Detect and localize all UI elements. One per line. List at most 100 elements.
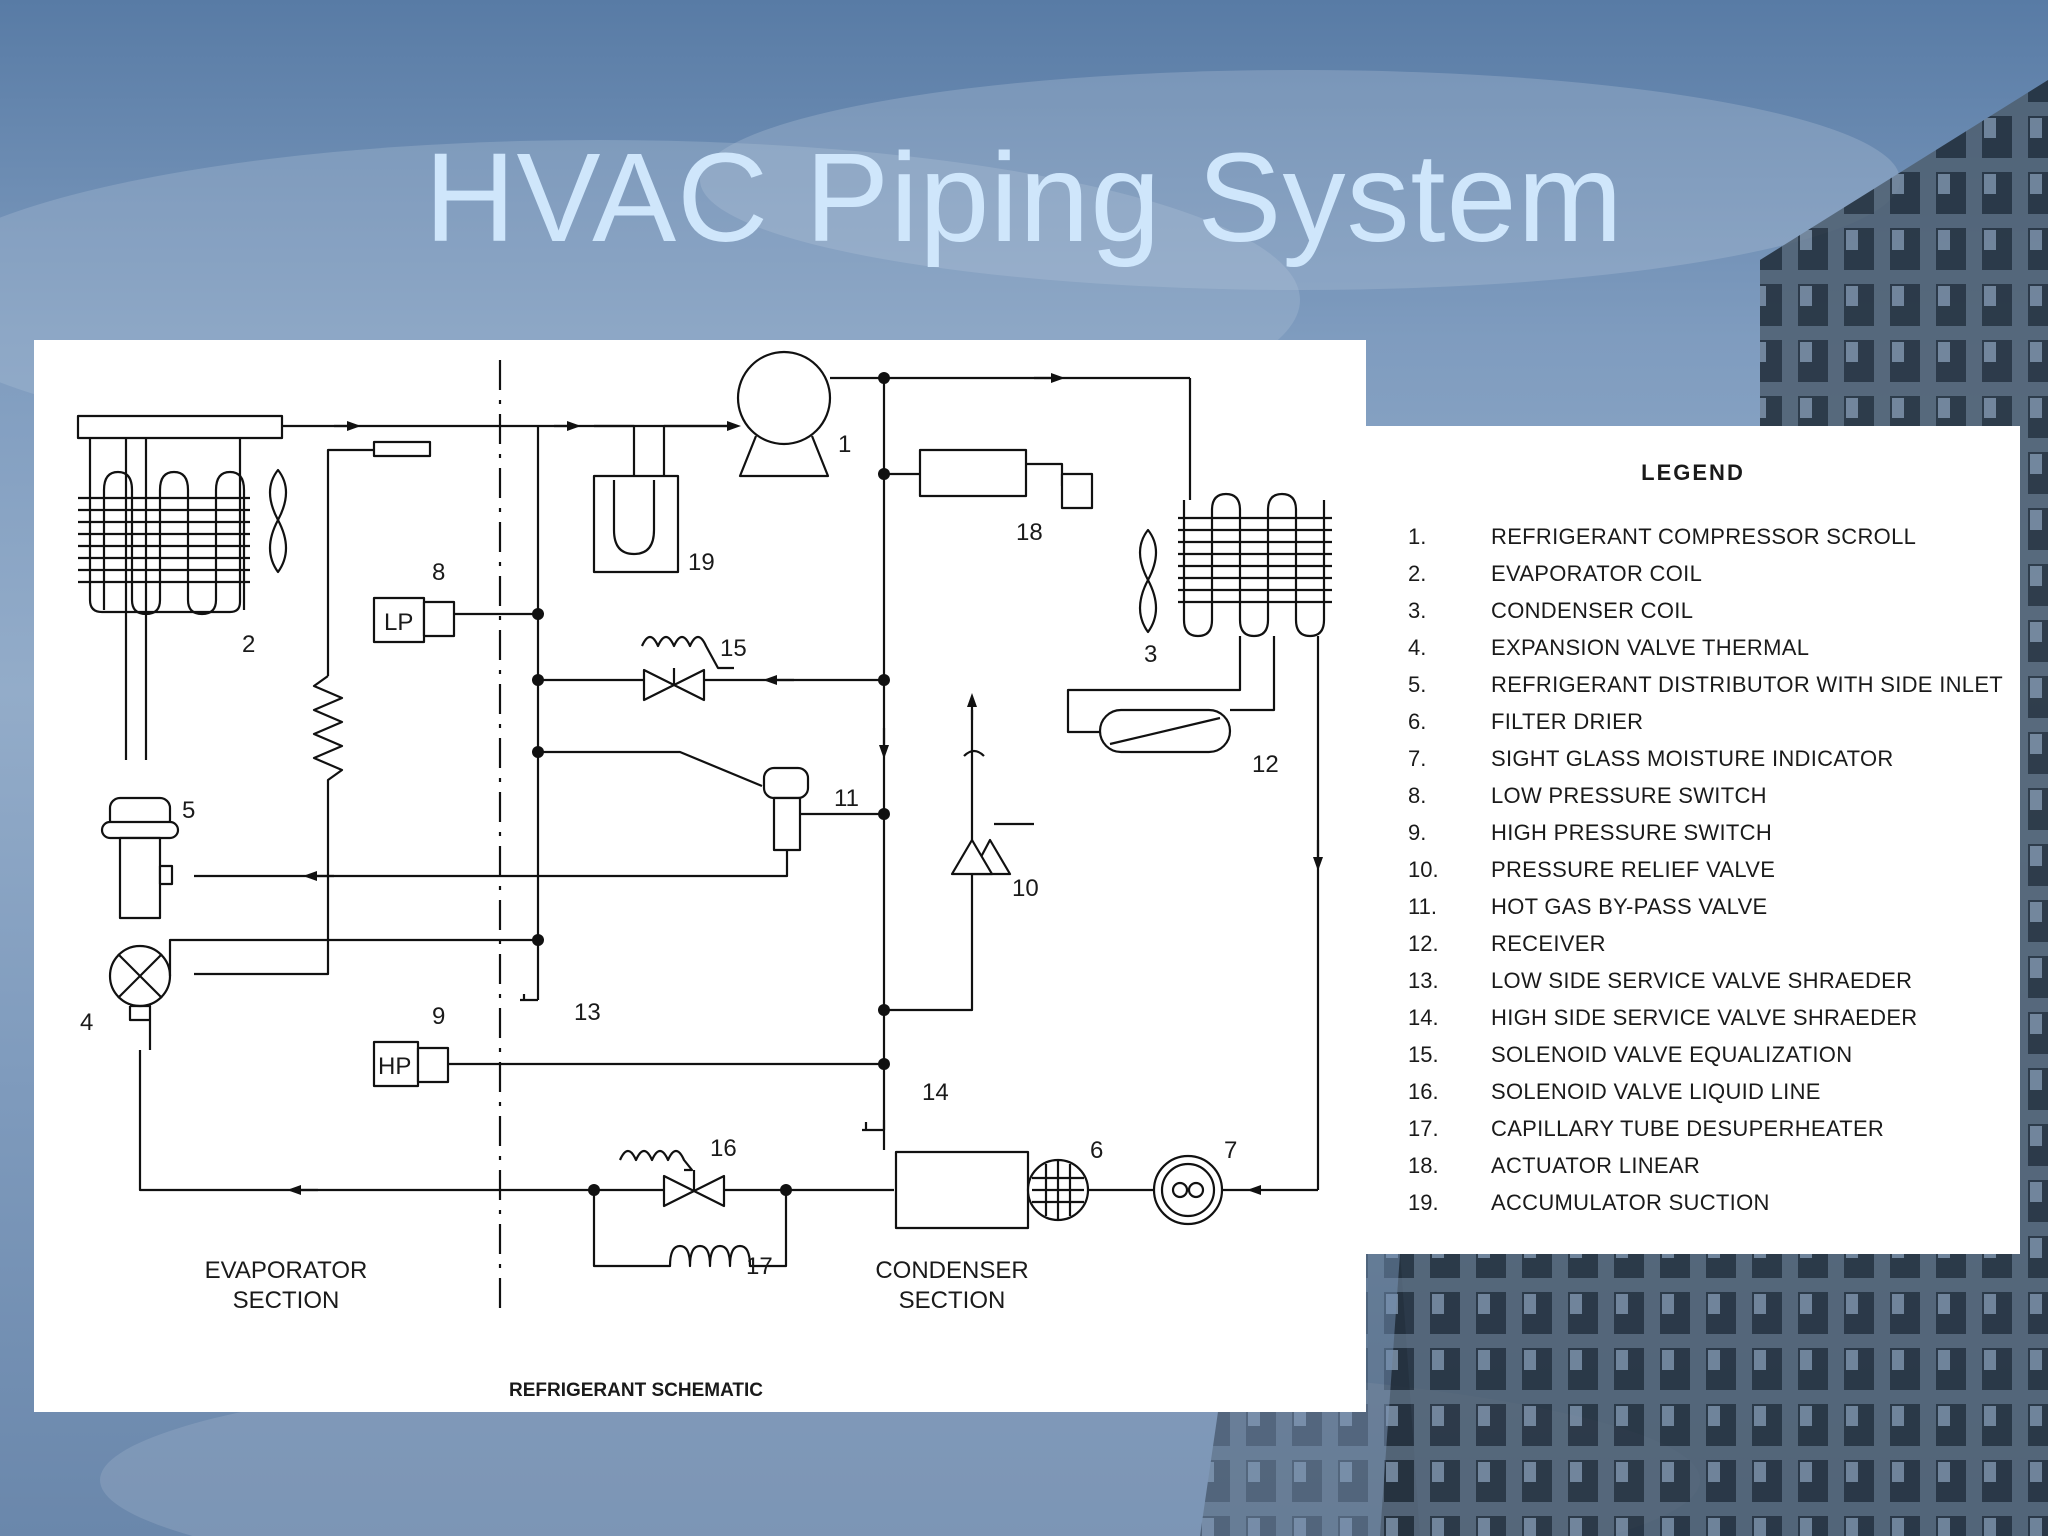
legend-item-text: SOLENOID VALVE EQUALIZATION bbox=[1491, 1042, 1853, 1067]
legend-item-number: 10. bbox=[1408, 857, 1439, 882]
condenser-coil-3 bbox=[1066, 492, 1332, 734]
legend-item-text: SIGHT GLASS MOISTURE INDICATOR bbox=[1491, 746, 1894, 771]
component-number-1: 1 bbox=[838, 431, 851, 458]
refrigerant-schematic-panel: LP HP 1 2 3 4 5 6 7 8 9 10 11 12 13 14 1… bbox=[34, 340, 1366, 1412]
component-number-16: 16 bbox=[710, 1135, 737, 1162]
legend-item: 6.FILTER DRIER bbox=[1406, 709, 2016, 746]
legend-item-text: EVAPORATOR COIL bbox=[1491, 561, 1703, 586]
legend-item-number: 4. bbox=[1408, 635, 1427, 660]
legend-item: 8. LOW PRESSURE SWITCH bbox=[1406, 783, 2016, 820]
component-number-4: 4 bbox=[80, 1009, 93, 1036]
legend-item: 16. SOLENOID VALVE LIQUID LINE bbox=[1406, 1079, 2016, 1116]
legend-item: 7.SIGHT GLASS MOISTURE INDICATOR bbox=[1406, 746, 2016, 783]
legend-item-number: 9. bbox=[1408, 820, 1427, 845]
legend-item: 15. SOLENOID VALVE EQUALIZATION bbox=[1406, 1042, 2016, 1079]
legend-item: 19.ACCUMULATOR SUCTION bbox=[1406, 1190, 2016, 1227]
component-number-13: 13 bbox=[574, 999, 601, 1026]
hp-label: HP bbox=[378, 1053, 411, 1080]
legend-item-text: CONDENSER COIL bbox=[1491, 598, 1694, 623]
component-number-11: 11 bbox=[834, 785, 859, 812]
legend-item-text: REFRIGERANT COMPRESSOR SCROLL bbox=[1491, 524, 1917, 549]
component-number-5: 5 bbox=[182, 797, 195, 824]
legend-item-number: 15. bbox=[1408, 1042, 1439, 1067]
component-number-15: 15 bbox=[720, 635, 747, 662]
legend-item-text: FILTER DRIER bbox=[1491, 709, 1644, 734]
high-pressure-switch-9 bbox=[372, 1040, 420, 1088]
component-number-7: 7 bbox=[1224, 1137, 1237, 1164]
condenser-section-label-line1: CONDENSER bbox=[875, 1257, 1028, 1284]
legend-item-text: ACCUMULATOR SUCTION bbox=[1491, 1190, 1770, 1215]
legend-item-text: PRESSURE RELIEF VALVE bbox=[1491, 857, 1776, 882]
evaporator-section-label-line2: SECTION bbox=[233, 1287, 340, 1314]
component-number-8: 8 bbox=[432, 559, 445, 586]
capillary-tube-17 bbox=[592, 1190, 788, 1268]
legend-item-number: 13. bbox=[1408, 968, 1439, 993]
legend-item-number: 11. bbox=[1408, 894, 1437, 919]
component-number-10: 10 bbox=[1012, 875, 1039, 902]
legend-item-number: 16. bbox=[1408, 1079, 1439, 1104]
legend-item-number: 18. bbox=[1408, 1153, 1439, 1178]
legend-item: 2. EVAPORATOR COIL bbox=[1406, 561, 2016, 598]
legend-item-text: HIGH PRESSURE SWITCH bbox=[1491, 820, 1773, 845]
evaporator-section-label-line1: EVAPORATOR bbox=[205, 1257, 368, 1284]
component-number-14: 14 bbox=[922, 1079, 949, 1106]
refrigerant-distributor-5 bbox=[100, 796, 180, 920]
component-number-2: 2 bbox=[242, 631, 255, 658]
condenser-section-label-line2: SECTION bbox=[899, 1287, 1006, 1314]
component-number-3: 3 bbox=[1144, 641, 1157, 668]
service-valve-14 bbox=[862, 1120, 886, 1132]
lp-label: LP bbox=[384, 609, 413, 636]
legend-item: 9. HIGH PRESSURE SWITCH bbox=[1406, 820, 2016, 857]
refrigerant-schematic-diagram: LP HP 1 2 3 4 5 6 7 8 9 10 11 12 13 14 1… bbox=[76, 350, 1332, 1401]
legend-list: 1. REFRIGERANT COMPRESSOR SCROLL 2. EVAPORA… bbox=[1406, 524, 2016, 1227]
legend-item: 1. REFRIGERANT COMPRESSOR SCROLL bbox=[1406, 524, 2016, 561]
legend-item-number: 5. bbox=[1408, 672, 1427, 697]
legend-item-text: LOW SIDE SERVICE VALVE SHRAEDER bbox=[1491, 968, 1913, 993]
accumulator-19 bbox=[592, 474, 680, 574]
legend-item-text: LOW PRESSURE SWITCH bbox=[1491, 783, 1767, 808]
solenoid-valve-15 bbox=[538, 635, 884, 702]
legend-item-text: HIGH SIDE SERVICE VALVE SHRAEDER bbox=[1491, 1005, 1918, 1030]
schematic-caption: REFRIGERANT SCHEMATIC bbox=[509, 1380, 763, 1401]
solenoid-valve-16 bbox=[594, 1149, 894, 1208]
sight-glass-7 bbox=[1134, 1154, 1254, 1226]
legend-item: 11.HOT GAS BY-PASS VALVE bbox=[1406, 894, 2016, 931]
legend-item: 5. REFRIGERANT DISTRIBUTOR WITH SIDE INLE… bbox=[1406, 672, 2016, 709]
legend-item-number: 17. bbox=[1408, 1116, 1439, 1141]
junction-dots bbox=[532, 372, 890, 1196]
legend-item: 13. LOW SIDE SERVICE VALVE SHRAEDER bbox=[1406, 968, 2016, 1005]
legend-item: 3.CONDENSER COIL bbox=[1406, 598, 2016, 635]
legend-item: 18. ACTUATOR LINEAR bbox=[1406, 1153, 2016, 1190]
legend-item-text: RECEIVER bbox=[1491, 931, 1606, 956]
legend-item: 14. HIGH SIDE SERVICE VALVE SHRAEDER bbox=[1406, 1005, 2016, 1042]
legend-item-number: 12. bbox=[1408, 931, 1439, 956]
capillary-tube-zigzag bbox=[194, 675, 344, 976]
evaporator-fan-icon bbox=[268, 468, 288, 574]
legend-item: 10. PRESSURE RELIEF VALVE bbox=[1406, 857, 2016, 894]
slide-title: HVAC Piping System bbox=[424, 127, 1624, 268]
legend-item-text: CAPILLARY TUBE DESUPERHEATER bbox=[1491, 1116, 1885, 1141]
expansion-valve-4 bbox=[108, 938, 538, 1050]
filter-drier-6 bbox=[894, 1150, 1134, 1230]
legend-item-text: REFRIGERANT DISTRIBUTOR WITH SIDE INLET bbox=[1491, 672, 2004, 697]
component-number-9: 9 bbox=[432, 1003, 445, 1030]
legend-item: 4. EXPANSION VALVE THERMAL bbox=[1406, 635, 2016, 672]
evaporator-header bbox=[76, 414, 284, 440]
component-number-6: 6 bbox=[1090, 1137, 1103, 1164]
legend-item-number: 2. bbox=[1408, 561, 1427, 586]
actuator-18 bbox=[918, 448, 1028, 498]
legend-item-text: EXPANSION VALVE THERMAL bbox=[1491, 635, 1810, 660]
legend-item-number: 1. bbox=[1408, 524, 1427, 549]
low-pressure-switch-8 bbox=[372, 596, 426, 644]
legend-title: LEGEND bbox=[1641, 460, 1745, 485]
legend-item-text: SOLENOID VALVE LIQUID LINE bbox=[1491, 1079, 1821, 1104]
legend-item-number: 8. bbox=[1408, 783, 1427, 808]
component-number-17: 17 bbox=[746, 1253, 773, 1280]
legend-item-text: ACTUATOR LINEAR bbox=[1491, 1153, 1701, 1178]
compressor-1 bbox=[736, 350, 832, 478]
legend-panel: LEGEND 1. REFRIGERANT COMPRESSOR SCROLL 2.… bbox=[1366, 426, 2020, 1254]
component-number-19: 19 bbox=[688, 549, 715, 576]
pressure-relief-valve-10 bbox=[884, 693, 1034, 1012]
legend-item-number: 14. bbox=[1408, 1005, 1439, 1030]
condenser-fan-icon bbox=[1138, 528, 1158, 634]
